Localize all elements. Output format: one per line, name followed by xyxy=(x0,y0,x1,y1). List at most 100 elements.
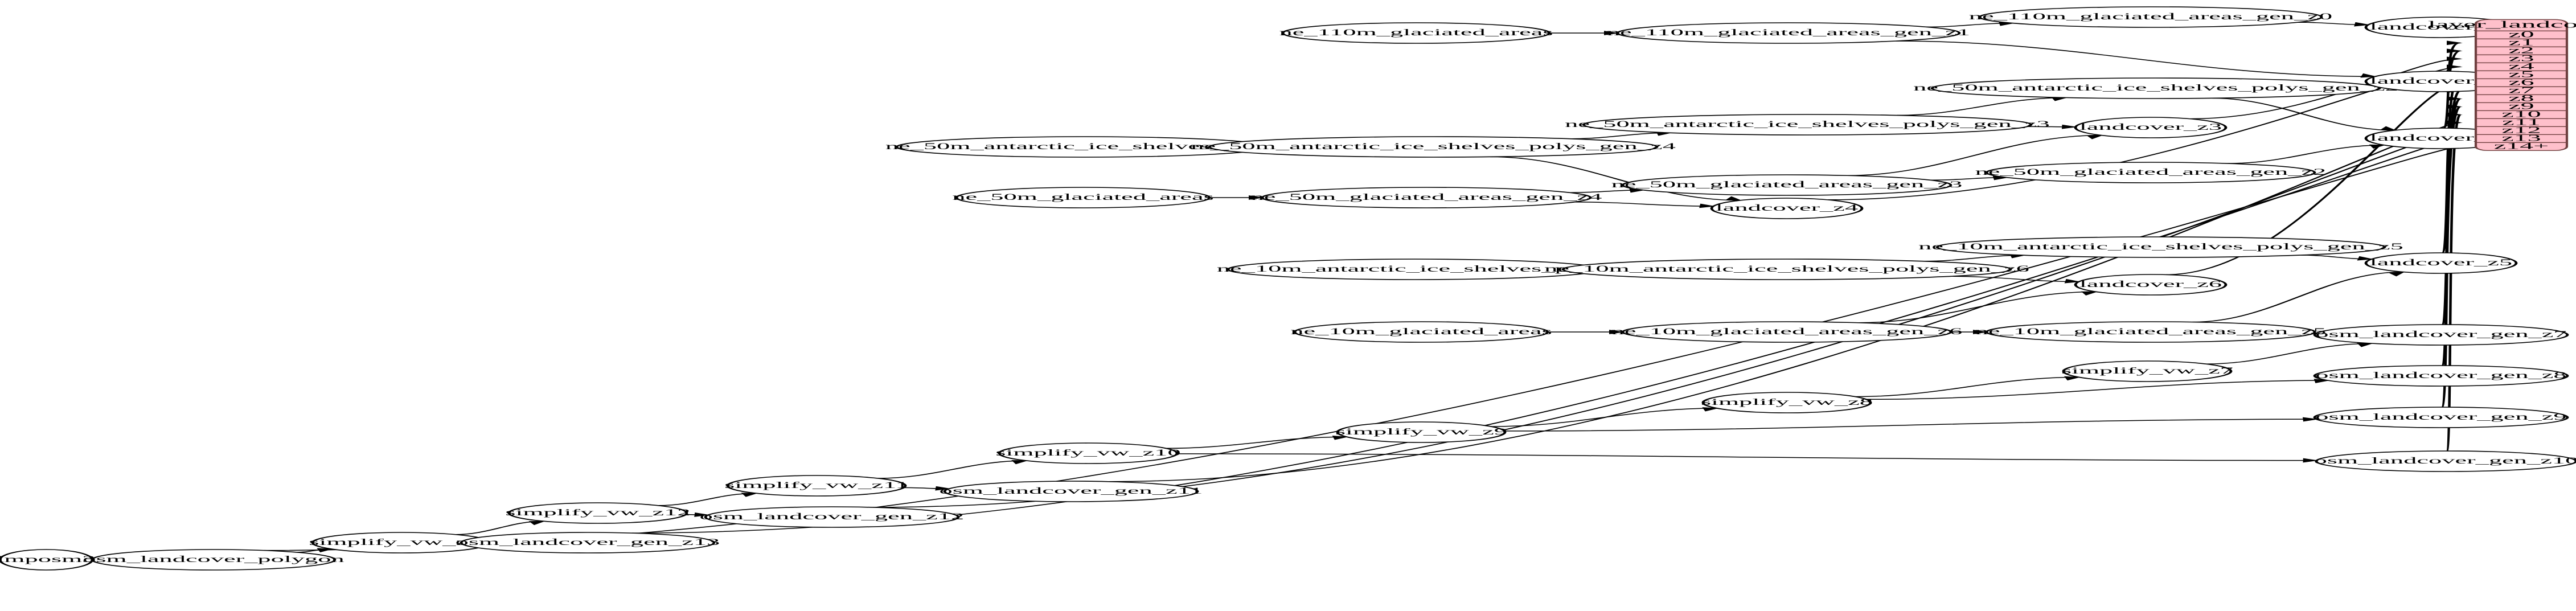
graph-node-osm_landcover_gen_z8[interactable]: osm_landcover_gen_z8 xyxy=(2313,365,2569,387)
graph-node-imposm3[interactable]: imposm3 xyxy=(0,549,96,571)
edge-arrowhead xyxy=(2447,96,2463,101)
node-shape[interactable] xyxy=(1582,114,2033,136)
graph-edge xyxy=(1504,419,2317,432)
edge-arrowhead xyxy=(2447,64,2463,69)
graph-node-ne_110m_glaciated_areas_gen_z1[interactable]: ne_110m_glaciated_areas_gen_z1 xyxy=(1607,22,1970,44)
node-shape[interactable] xyxy=(91,549,337,571)
graph-node-ne_50m_glaciated_areas_gen_z4[interactable]: ne_50m_glaciated_areas_gen_z4 xyxy=(1251,187,1602,208)
node-shape[interactable] xyxy=(2062,360,2233,382)
edge-arrowhead xyxy=(2447,104,2463,109)
graph-node-ne_10m_antarctic_ice_shelves_polys[interactable]: ne_10m_antarctic_ice_shelves_polys xyxy=(1217,259,1612,280)
edge-arrowhead xyxy=(1699,203,1716,208)
graph-edge xyxy=(1923,255,2024,262)
graph-edge xyxy=(1951,276,2079,282)
node-shape[interactable] xyxy=(1616,22,1961,44)
graph-node-ne_50m_antarctic_ice_shelves_polys_gen_z2[interactable]: ne_50m_antarctic_ice_shelves_polys_gen_z… xyxy=(1913,77,2398,99)
edge-arrowhead xyxy=(2357,256,2374,261)
node-shape[interactable] xyxy=(1336,421,1507,443)
graph-edge xyxy=(2212,97,2395,131)
record-background xyxy=(2474,19,2569,151)
graph-edge xyxy=(872,130,2461,508)
graph-node-simplify_vw_z9[interactable]: simplify_vw_z9 xyxy=(1335,421,1507,443)
node-shape[interactable] xyxy=(507,502,688,524)
node-shape[interactable] xyxy=(2313,324,2569,346)
graph-node-ne_10m_glaciated_areas_gen_z6[interactable]: ne_10m_glaciated_areas_gen_z6 xyxy=(1611,321,1963,343)
graph-edge xyxy=(1574,202,1714,207)
node-shape[interactable] xyxy=(1261,187,1592,208)
graph-node-osm_landcover_gen_z12[interactable]: osm_landcover_gen_z12 xyxy=(700,506,965,528)
graph-edge xyxy=(2444,42,2462,72)
node-shape[interactable] xyxy=(2313,365,2569,387)
graph-node-landcover_z3[interactable]: landcover_z3 xyxy=(2074,117,2228,138)
graph-node-simplify_vw_z11[interactable]: simplify_vw_z11 xyxy=(724,475,909,497)
node-shape[interactable] xyxy=(1621,174,1952,196)
edge-arrowhead xyxy=(1725,196,1743,201)
node-shape[interactable] xyxy=(955,187,1211,208)
node-shape[interactable] xyxy=(1710,198,1864,219)
graph-edge xyxy=(1855,376,2079,397)
graph-node-landcover_z6[interactable]: landcover_z6 xyxy=(2074,274,2228,296)
node-shape[interactable] xyxy=(1621,321,1952,343)
graph-node-ne_10m_glaciated_areas_gen_z5[interactable]: ne_10m_glaciated_areas_gen_z5 xyxy=(1975,321,2327,343)
graph-node-ne_50m_glaciated_areas[interactable]: ne_50m_glaciated_areas xyxy=(952,187,1214,208)
node-shape[interactable] xyxy=(2074,117,2228,138)
graph-node-osm_landcover_gen_z9[interactable]: osm_landcover_gen_z9 xyxy=(2313,407,2569,428)
graph-node-osm_landcover_gen_z13[interactable]: osm_landcover_gen_z13 xyxy=(456,532,720,553)
node-shape[interactable] xyxy=(460,532,716,553)
graph-node-osm_landcover_gen_z11[interactable]: osm_landcover_gen_z11 xyxy=(940,481,1203,502)
node-shape[interactable] xyxy=(726,475,907,497)
node-shape[interactable] xyxy=(1985,162,2316,183)
graph-node-landcover_z4[interactable]: landcover_z4 xyxy=(1710,198,1864,219)
graph-node-ne_10m_glaciated_areas[interactable]: ne_10m_glaciated_areas xyxy=(1290,321,1552,343)
graph-node-landcover_z5[interactable]: landcover_z5 xyxy=(2364,252,2518,274)
graph-node-simplify_vw_z12[interactable]: simplify_vw_z12 xyxy=(505,502,691,524)
node-shape[interactable] xyxy=(2315,450,2576,472)
graph-node-ne_110m_glaciated_areas[interactable]: ne_110m_glaciated_areas xyxy=(1279,22,1553,44)
node-shape[interactable] xyxy=(1701,392,1872,413)
edge-arrowhead xyxy=(1973,330,1989,334)
graph-node-simplify_vw_z7[interactable]: simplify_vw_z7 xyxy=(2061,360,2233,382)
graph-node-osm_landcover_polygon[interactable]: osm_landcover_polygon xyxy=(83,549,344,571)
graph-edge xyxy=(2192,271,2404,323)
edge-arrowhead xyxy=(935,486,951,491)
graph-node-ne_50m_antarctic_ice_shelves_polys_gen_z4[interactable]: ne_50m_antarctic_ice_shelves_polys_gen_z… xyxy=(1191,136,1676,158)
node-shape[interactable] xyxy=(1978,6,2323,28)
node-shape[interactable] xyxy=(1935,236,2386,258)
node-shape[interactable] xyxy=(943,481,1199,502)
node-shape[interactable] xyxy=(1930,77,2381,99)
graph-node-simplify_vw_z8[interactable]: simplify_vw_z8 xyxy=(1701,392,1873,413)
graph-node-osm_landcover_gen_z7[interactable]: osm_landcover_gen_z7 xyxy=(2313,324,2569,346)
node-shape[interactable] xyxy=(1227,259,1602,280)
graph-node-ne_50m_antarctic_ice_shelves_polys_gen_z3[interactable]: ne_50m_antarctic_ice_shelves_polys_gen_z… xyxy=(1565,114,2050,136)
edge-arrowhead xyxy=(2314,379,2331,383)
graph-edge xyxy=(1896,40,2376,77)
graph-node-osm_landcover_gen_z10[interactable]: osm_landcover_gen_z10 xyxy=(2314,450,2576,472)
edge-arrowhead xyxy=(2447,56,2463,61)
node-shape[interactable] xyxy=(1208,136,1659,158)
edge-arrowhead xyxy=(2086,135,2104,140)
graph-edge xyxy=(1490,156,1741,201)
node-shape[interactable] xyxy=(0,549,94,571)
edge-arrowhead xyxy=(2064,278,2081,284)
edge-arrowhead xyxy=(1249,195,1265,200)
node-shape[interactable] xyxy=(1293,321,1549,343)
node-shape[interactable] xyxy=(2313,407,2569,428)
node-shape[interactable] xyxy=(998,442,1179,464)
edge-arrowhead xyxy=(1702,407,1720,412)
graph-node-ne_50m_glaciated_areas_gen_z2[interactable]: ne_50m_glaciated_areas_gen_z2 xyxy=(1975,162,2327,183)
graph-node-simplify_vw_z10[interactable]: simplify_vw_z10 xyxy=(995,442,1181,464)
graph-node-ne_110m_glaciated_areas_gen_z0[interactable]: ne_110m_glaciated_areas_gen_z0 xyxy=(1969,6,2332,28)
graph-edge xyxy=(1897,97,2066,116)
edge-arrowhead xyxy=(528,520,546,526)
graph-edge xyxy=(2206,343,2372,364)
graph-edge xyxy=(1570,132,1671,140)
node-shape[interactable] xyxy=(1561,259,2012,280)
edge-arrowhead xyxy=(1604,31,1620,35)
graph-node-ne_50m_glaciated_areas_gen_z3[interactable]: ne_50m_glaciated_areas_gen_z3 xyxy=(1611,174,1963,196)
node-shape[interactable] xyxy=(704,506,960,528)
node-shape[interactable] xyxy=(2364,252,2518,274)
graph-node-ne_10m_antarctic_ice_shelves_polys_gen_z5[interactable]: ne_10m_antarctic_ice_shelves_polys_gen_z… xyxy=(1918,236,2403,258)
node-shape[interactable] xyxy=(1985,321,2316,343)
node-shape[interactable] xyxy=(1281,22,1551,44)
node-shape[interactable] xyxy=(2074,274,2228,296)
